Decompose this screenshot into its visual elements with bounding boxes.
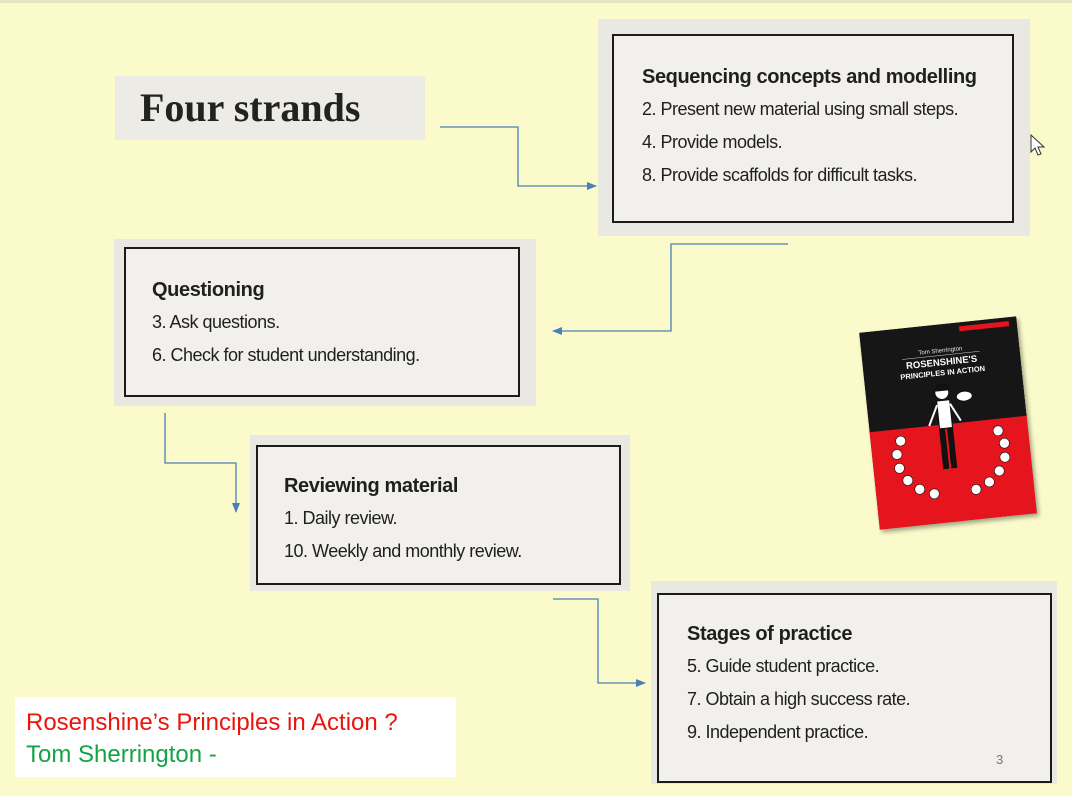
card-reviewing-heading: Reviewing material	[284, 475, 458, 497]
card-sequencing-heading: Sequencing concepts and modelling	[642, 66, 977, 88]
card-practice-box: Stages of practice 5. Guide student prac…	[657, 593, 1052, 783]
card-sequencing-item: 2. Present new material using small step…	[642, 99, 959, 119]
arrow-reviewing-to-practice	[553, 598, 646, 687]
credit-box: Rosenshine’s Principles in Action ? Tom …	[15, 697, 456, 777]
arrow-title-to-sequencing	[440, 126, 597, 190]
card-reviewing-box: Reviewing material 1. Daily review. 10. …	[256, 445, 621, 585]
book-faces-decoration	[891, 425, 1011, 500]
card-questioning-box: Questioning 3. Ask questions. 6. Check f…	[124, 247, 520, 397]
card-sequencing: Sequencing concepts and modelling 2. Pre…	[598, 19, 1030, 236]
card-sequencing-box: Sequencing concepts and modelling 2. Pre…	[612, 34, 1014, 223]
book-figure-illustration	[928, 383, 973, 470]
credit-book-title: Rosenshine’s Principles in Action ?	[26, 709, 398, 736]
arrow-sequencing-to-questioning	[552, 243, 788, 335]
book-author: Tom Sherrington	[918, 346, 962, 357]
card-questioning-heading: Questioning	[152, 279, 265, 301]
card-reviewing: Reviewing material 1. Daily review. 10. …	[250, 435, 630, 591]
slide-top-edge	[0, 0, 1072, 3]
card-practice: Stages of practice 5. Guide student prac…	[651, 581, 1057, 784]
card-sequencing-item: 8. Provide scaffolds for difficult tasks…	[642, 165, 917, 185]
card-questioning-item: 6. Check for student understanding.	[152, 345, 420, 365]
credit-author: Tom Sherrington -	[26, 741, 217, 768]
card-questioning: Questioning 3. Ask questions. 6. Check f…	[114, 239, 536, 406]
card-practice-item: 7. Obtain a high success rate.	[687, 689, 911, 709]
card-reviewing-item: 10. Weekly and monthly review.	[284, 541, 522, 561]
mouse-cursor-icon	[1030, 134, 1046, 156]
card-sequencing-item: 4. Provide models.	[642, 132, 783, 152]
page-number: 3	[996, 752, 1004, 767]
card-reviewing-item: 1. Daily review.	[284, 508, 398, 528]
arrow-questioning-to-reviewing	[164, 413, 240, 513]
book-cover-image: Tom Sherrington ROSENSHINE'S PRINCIPLES …	[859, 316, 1037, 530]
card-practice-heading: Stages of practice	[687, 623, 853, 645]
slide-title: Four strands	[115, 76, 425, 140]
card-practice-item: 5. Guide student practice.	[687, 656, 880, 676]
card-practice-item: 9. Independent practice.	[687, 722, 869, 742]
card-questioning-item: 3. Ask questions.	[152, 312, 280, 332]
